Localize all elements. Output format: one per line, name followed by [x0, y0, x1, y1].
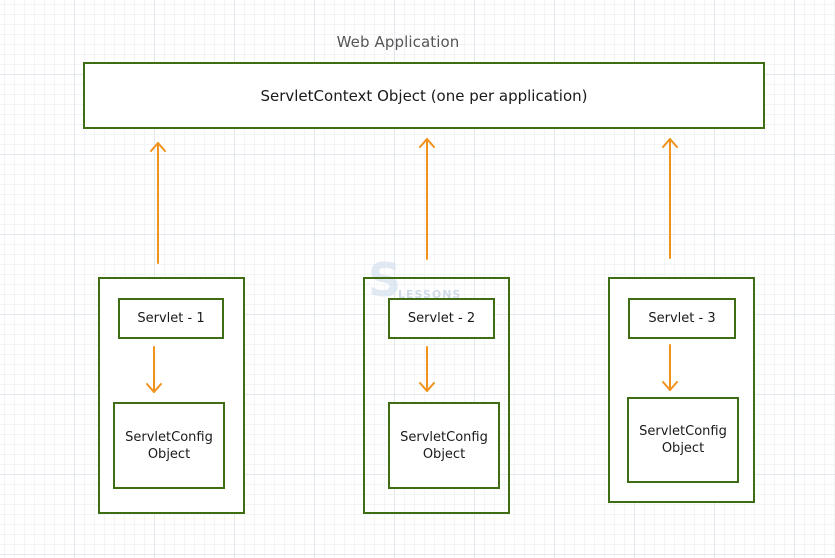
servlet-label: Servlet - 3 [648, 311, 716, 326]
servlet-config-label: Object [661, 441, 705, 456]
servlet-config-label: Object [422, 446, 466, 462]
arrow-up-3 [662, 138, 678, 259]
servlet-config-label: ServletConfig [639, 424, 727, 439]
servlet-config-box-2: ServletConfig Object [388, 402, 500, 489]
servlet-config-label: ServletConfig [400, 429, 488, 445]
servlet-config-box-1: ServletConfig Object [113, 402, 225, 489]
servlet-label: Servlet - 2 [407, 311, 476, 326]
servlet-box-2: Servlet - 2 [388, 298, 495, 339]
arrow-down-2 [419, 346, 435, 392]
servlet-box-1: Servlet - 1 [118, 298, 224, 339]
arrow-up-1 [150, 142, 166, 264]
servlet-context-box: ServletContext Object (one per applicati… [83, 62, 765, 129]
arrow-down-3 [662, 344, 678, 391]
arrow-down-1 [146, 346, 162, 393]
servlet-context-label: ServletContext Object (one per applicati… [260, 86, 588, 105]
watermark-text: LESSONS [398, 288, 461, 301]
servlet-config-label: ServletConfig [125, 429, 213, 445]
servlet-label: Servlet - 1 [137, 311, 205, 326]
servlet-config-box-3: ServletConfig Object [627, 397, 739, 483]
servlet-config-label: Object [147, 446, 191, 462]
arrow-up-2 [419, 138, 435, 260]
servlet-box-3: Servlet - 3 [628, 298, 736, 339]
servlet-group-2 [363, 277, 510, 514]
diagram-title: Web Application [336, 33, 460, 51]
